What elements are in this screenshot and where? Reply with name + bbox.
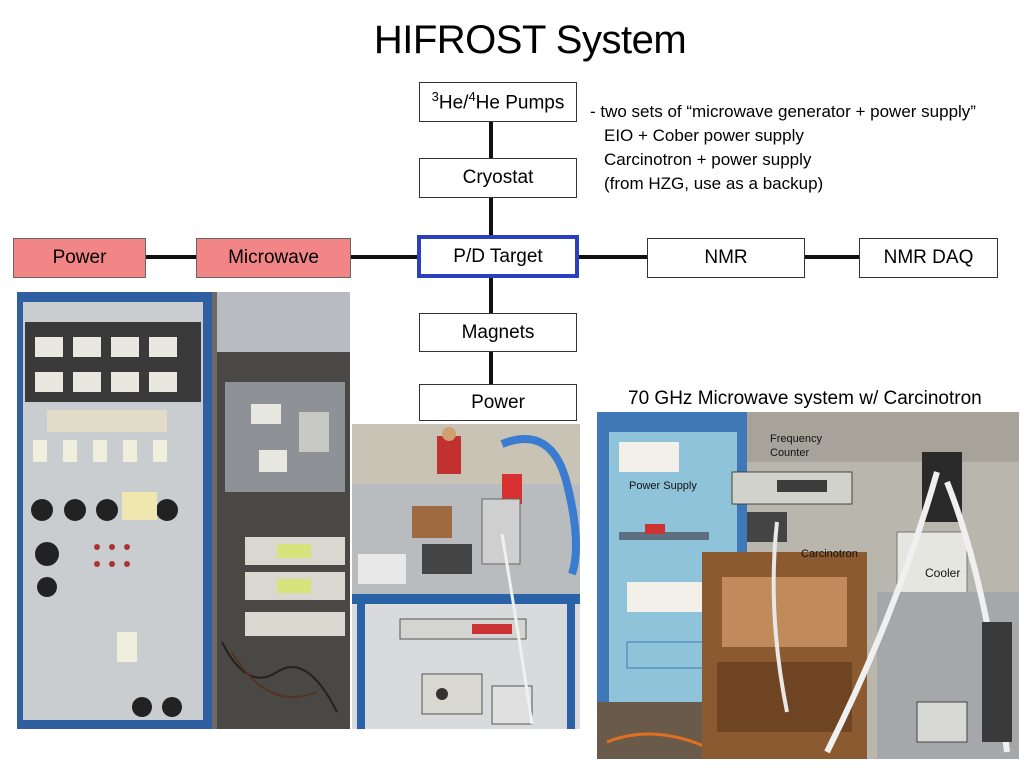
nmr-box: NMR bbox=[647, 238, 805, 278]
connector-pumps-cryostat bbox=[489, 121, 493, 158]
page-title: HIFROST System bbox=[373, 18, 687, 62]
microwave-bench-illustration bbox=[352, 424, 580, 729]
power-rack-illustration bbox=[17, 292, 350, 729]
pumps-box: 3He/4He Pumps bbox=[419, 82, 577, 122]
target-label: P/D Target bbox=[453, 245, 543, 267]
target-box: P/D Target bbox=[417, 235, 579, 278]
power-supply-label: Power Supply bbox=[629, 480, 697, 492]
note-line: (from HZG, use as a backup) bbox=[604, 174, 824, 193]
connector-microwave-target bbox=[351, 255, 418, 259]
frequency-counter-label: Frequency Counter bbox=[770, 433, 822, 459]
cryostat-label: Cryostat bbox=[462, 167, 534, 188]
nmr-daq-box: NMR DAQ bbox=[859, 238, 998, 278]
connector-power-microwave bbox=[146, 255, 196, 259]
power-left-label: Power bbox=[52, 247, 107, 268]
pumps-label: 3He/4He Pumps bbox=[431, 89, 565, 114]
connector-cryostat-target bbox=[489, 197, 493, 236]
power-bottom-box: Power bbox=[419, 384, 577, 421]
power-left-box: Power bbox=[13, 238, 146, 278]
nmr-daq-label: NMR DAQ bbox=[883, 247, 974, 268]
note-line: EIO + Cober power supply bbox=[604, 126, 804, 145]
cooler-label: Cooler bbox=[925, 566, 961, 580]
photo-power-rack bbox=[17, 292, 350, 729]
carcinotron-label: Carcinotron bbox=[801, 548, 858, 560]
magnets-box: Magnets bbox=[419, 313, 577, 352]
nmr-label: NMR bbox=[704, 247, 748, 268]
connector-target-magnets bbox=[489, 277, 493, 313]
connector-nmr-daq bbox=[805, 255, 859, 259]
note-line: - two sets of “microwave generator + pow… bbox=[590, 102, 976, 121]
microwave-notes: - two sets of “microwave generator + pow… bbox=[590, 100, 976, 196]
note-line: Carcinotron + power supply bbox=[604, 150, 812, 169]
microwave-box: Microwave bbox=[196, 238, 351, 278]
photo-caption: 70 GHz Microwave system w/ Carcinotron bbox=[628, 388, 982, 409]
microwave-label: Microwave bbox=[228, 247, 319, 268]
cryostat-box: Cryostat bbox=[419, 158, 577, 198]
connector-magnets-power bbox=[489, 351, 493, 384]
70ghz-system-illustration bbox=[597, 412, 1019, 759]
magnets-label: Magnets bbox=[461, 321, 535, 343]
connector-target-nmr bbox=[577, 255, 647, 259]
photo-microwave-bench bbox=[352, 424, 580, 729]
photo-70ghz-system: Frequency Counter Power Supply Carcinotr… bbox=[597, 412, 1019, 759]
power-bottom-label: Power bbox=[471, 391, 525, 413]
